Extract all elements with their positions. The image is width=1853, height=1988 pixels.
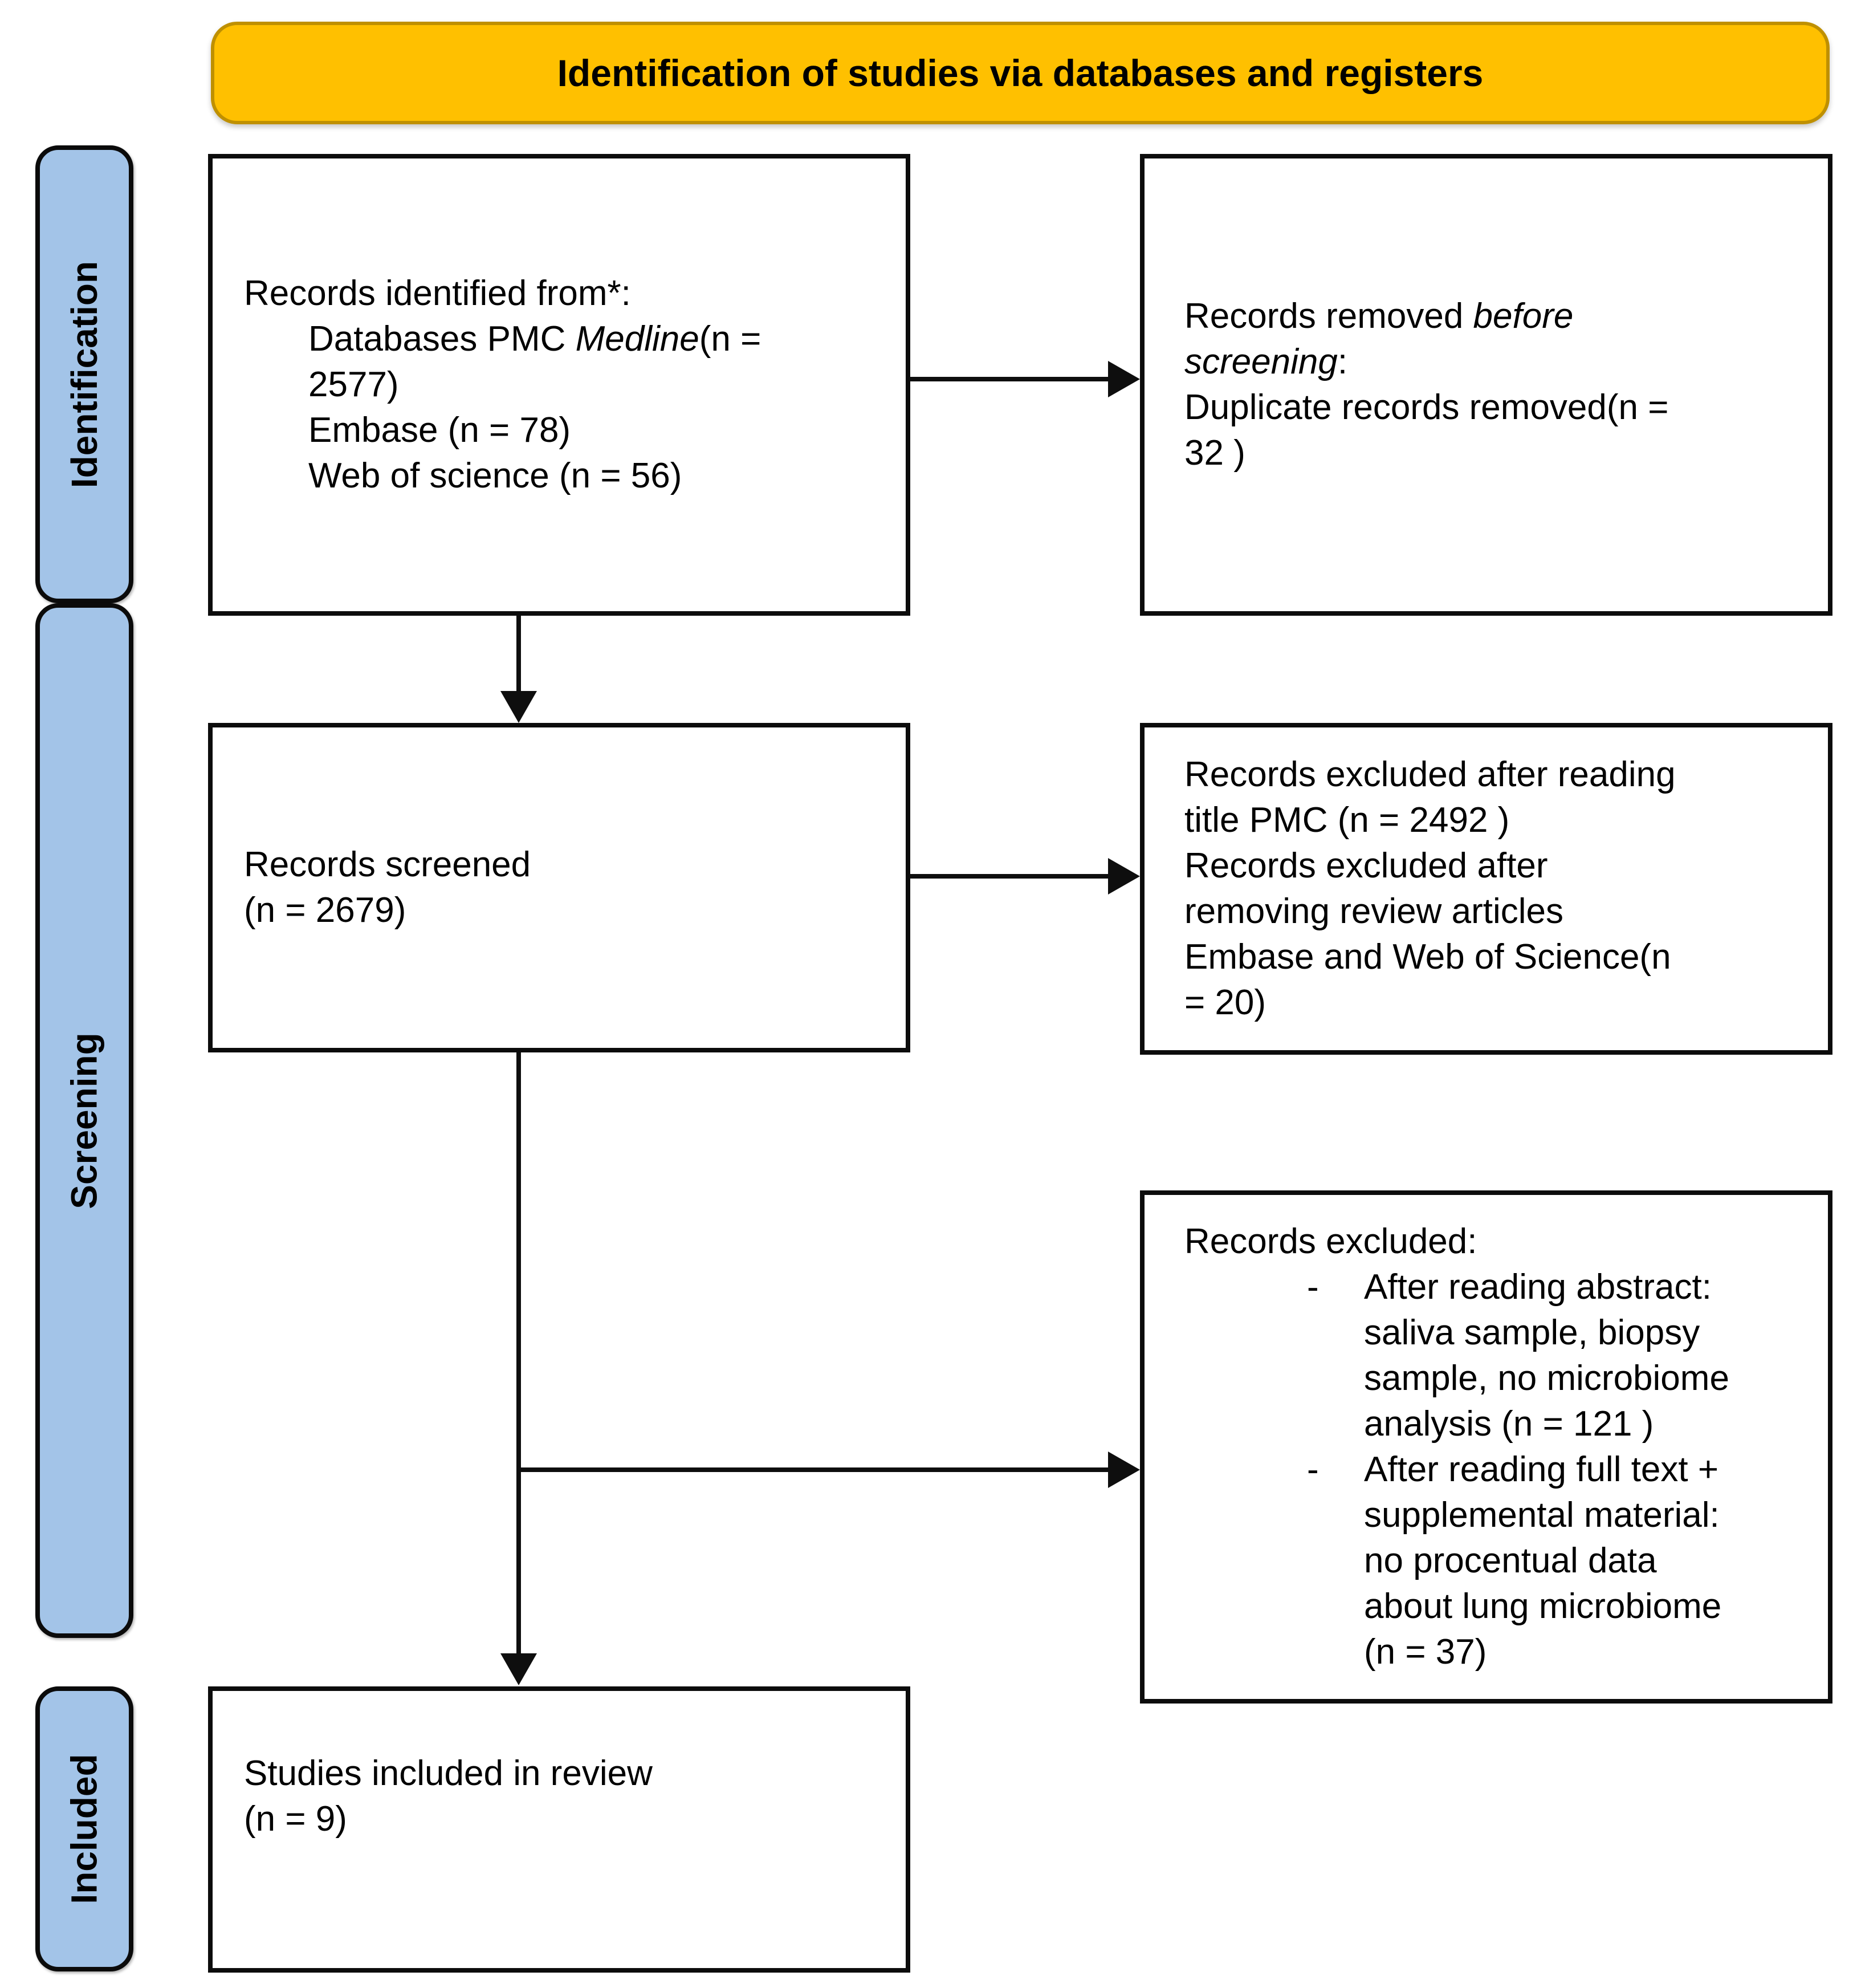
text-segment: Records screened xyxy=(244,845,531,884)
box-records-excluded-after-title: Records excluded after reading title PMC… xyxy=(1140,723,1832,1055)
text-segment: Records removed xyxy=(1184,296,1473,336)
text-segment: Records excluded: xyxy=(1184,1222,1477,1261)
text-segment-italic: Medline xyxy=(575,319,699,359)
text-segment-italic: screening xyxy=(1184,342,1338,381)
stage-screening: Screening xyxy=(35,603,133,1638)
text-line: Records excluded after xyxy=(1184,843,1817,889)
text-line: (n = 9) xyxy=(244,1796,906,1842)
text-segment: = 20) xyxy=(1184,983,1266,1022)
arrowhead-down-icon xyxy=(500,1653,537,1685)
text-line: removing review articles xyxy=(1184,889,1817,934)
connector-identified-to-removed xyxy=(910,377,1113,381)
text-line: Web of science (n = 56) xyxy=(244,453,906,499)
text-segment: Studies included in review xyxy=(244,1754,653,1793)
text-line: Records excluded: xyxy=(1184,1219,1817,1265)
text-line: title PMC (n = 2492 ) xyxy=(1184,798,1817,843)
bullet-marker: - xyxy=(1307,1267,1319,1307)
bullet-item: - After reading abstract: saliva sample,… xyxy=(1184,1265,1817,1447)
box-records-excluded-abstract-fulltext: Records excluded: - After reading abstra… xyxy=(1140,1190,1832,1704)
text-line: (n = 2679) xyxy=(244,888,906,933)
arrowhead-right-icon xyxy=(1108,858,1140,895)
box-studies-included: Studies included in review (n = 9) xyxy=(208,1686,910,1973)
text-segment: (n = xyxy=(699,319,761,359)
text-segment: Duplicate records removed(n = xyxy=(1184,388,1669,427)
text-segment: Records excluded after reading xyxy=(1184,755,1676,794)
banner-title: Identification of studies via databases … xyxy=(557,52,1484,94)
text-line: no procentual data xyxy=(1364,1541,1657,1580)
text-line: Databases PMC Medline(n = xyxy=(244,316,906,362)
connector-identified-to-screened xyxy=(516,615,521,694)
text-segment: Databases PMC xyxy=(308,319,576,359)
text-line: Records screened xyxy=(244,842,906,888)
text-line: about lung microbiome xyxy=(1364,1587,1722,1626)
text-line: analysis (n = 121 ) xyxy=(1364,1404,1654,1444)
text-line: After reading full text + xyxy=(1364,1450,1719,1489)
bullet-item: - After reading full text + supplemental… xyxy=(1184,1447,1817,1675)
text-segment: 2577) xyxy=(308,365,399,404)
text-segment: 32 ) xyxy=(1184,433,1245,473)
text-line: Records identified from*: xyxy=(244,271,906,316)
bullet-text: After reading abstract: saliva sample, b… xyxy=(1364,1265,1729,1447)
text-segment: removing review articles xyxy=(1184,892,1563,931)
text-line: Embase and Web of Science(n xyxy=(1184,934,1817,980)
text-segment: (n = 2679) xyxy=(244,891,406,930)
text-segment: Records excluded after xyxy=(1184,846,1548,885)
stage-label-included: Included xyxy=(64,1754,105,1904)
box-records-identified: Records identified from*: Databases PMC … xyxy=(208,154,910,616)
text-line: Embase (n = 78) xyxy=(244,408,906,453)
text-line: = 20) xyxy=(1184,980,1817,1026)
box-records-removed-before-screening: Records removed before screening: Duplic… xyxy=(1140,154,1832,616)
text-line: 2577) xyxy=(244,362,906,408)
text-line: After reading abstract: xyxy=(1364,1267,1712,1307)
text-line: screening: xyxy=(1184,339,1811,385)
bullet-text: After reading full text + supplemental m… xyxy=(1364,1447,1721,1675)
text-line: Duplicate records removed(n = xyxy=(1184,385,1811,430)
text-segment: Web of science (n = 56) xyxy=(308,456,682,495)
text-line: Records removed before xyxy=(1184,294,1811,339)
text-line: saliva sample, biopsy xyxy=(1364,1313,1700,1352)
text-line: sample, no microbiome xyxy=(1364,1359,1729,1398)
text-line: supplemental material: xyxy=(1364,1495,1720,1535)
arrowhead-down-icon xyxy=(500,691,537,723)
text-line: Records excluded after reading xyxy=(1184,752,1817,798)
arrowhead-right-icon xyxy=(1108,1452,1140,1488)
text-segment: (n = 9) xyxy=(244,1799,347,1839)
bullet-marker: - xyxy=(1307,1450,1319,1489)
text-line: (n = 37) xyxy=(1364,1632,1487,1672)
connector-screened-to-excluded-title xyxy=(910,874,1113,879)
text-segment: : xyxy=(1337,342,1348,381)
text-segment: title PMC (n = 2492 ) xyxy=(1184,800,1510,840)
text-line: 32 ) xyxy=(1184,430,1811,476)
stage-included: Included xyxy=(35,1686,133,1971)
text-segment: Embase and Web of Science(n xyxy=(1184,937,1671,977)
stage-label-identification: Identification xyxy=(64,261,105,488)
banner: Identification of studies via databases … xyxy=(211,22,1830,124)
text-segment: Embase (n = 78) xyxy=(308,410,571,450)
stage-label-screening: Screening xyxy=(64,1032,105,1209)
box-records-screened: Records screened (n = 2679) xyxy=(208,723,910,1052)
arrowhead-right-icon xyxy=(1108,361,1140,397)
connector-branch-to-excluded-abstract xyxy=(516,1467,1113,1472)
text-line: Studies included in review xyxy=(244,1751,906,1796)
text-segment: Records identified from*: xyxy=(244,274,631,313)
text-segment-italic: before xyxy=(1473,296,1574,336)
stage-identification: Identification xyxy=(35,145,133,603)
connector-screened-to-included xyxy=(516,1052,521,1657)
